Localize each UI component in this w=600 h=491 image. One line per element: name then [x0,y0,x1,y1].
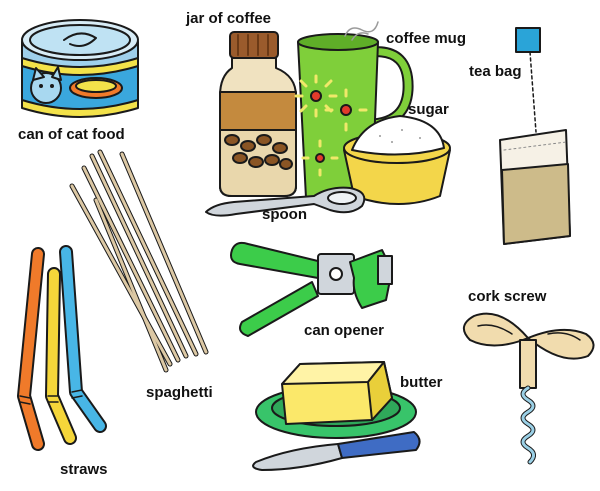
butter-icon [252,361,421,471]
label-cork-screw: cork screw [468,288,547,305]
label-sugar: sugar [408,101,449,118]
spoon-icon [205,186,366,217]
label-butter: butter [400,374,443,391]
can-opener-icon [230,241,393,337]
label-can-opener: can opener [304,322,385,339]
corkscrew-icon [463,312,595,465]
cat-food-can-icon [21,19,139,118]
label-spaghetti: spaghetti [146,384,213,401]
label-jar-of-coffee: jar of coffee [186,10,272,27]
label-spoon: spoon [262,206,307,223]
tea-bag-icon [499,27,571,245]
label-coffee-mug: coffee mug [386,30,467,47]
spaghetti-icon [69,149,209,373]
straws-icon [17,245,107,451]
label-can-of-cat-food: can of cat food [18,126,125,143]
label-tea-bag: tea bag [469,63,522,80]
sugar-bowl-icon [343,115,451,205]
coffee-jar-icon [219,31,297,197]
label-straws: straws [60,461,108,478]
